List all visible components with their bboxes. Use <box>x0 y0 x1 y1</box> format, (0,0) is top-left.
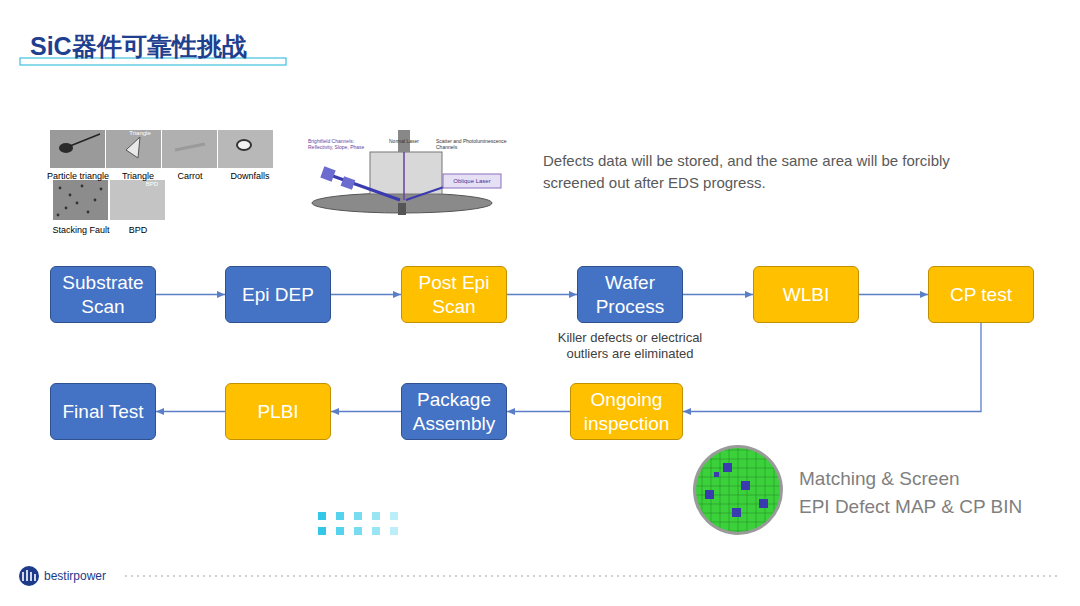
box-label: Post Epi Scan <box>406 271 502 319</box>
image-caption: Carrot <box>150 171 230 182</box>
process-box: Wafer Process <box>577 266 683 323</box>
box-label: Package Assembly <box>406 388 502 436</box>
flow-arrow <box>156 294 225 295</box>
image-caption: Stacking Fault <box>41 225 121 236</box>
decor-dots <box>318 512 398 535</box>
process-box: WLBI <box>753 266 859 323</box>
channel-label: Scatter and Photoluminescence Channels <box>436 138 516 150</box>
box-label: Final Test <box>63 400 144 424</box>
flow-arrow <box>859 294 928 295</box>
box-label: CP test <box>950 283 1012 307</box>
channel-label: Brightfield Channels: Reflectivity, Slop… <box>308 138 370 150</box>
flow-arrow <box>507 294 577 295</box>
logo-mark <box>19 566 39 586</box>
box-label: Ongoing inspection <box>575 388 678 436</box>
wafer-map <box>690 445 786 535</box>
process-box: Package Assembly <box>401 383 507 440</box>
process-box: Final Test <box>50 383 156 440</box>
box-label: Substrate Scan <box>55 271 151 319</box>
flow-arrow <box>331 294 401 295</box>
image-tag: Triangle <box>120 130 160 137</box>
image-caption: BPD <box>98 225 178 236</box>
laser-label: Normal Laser <box>378 138 430 144</box>
flow-arrow <box>683 323 981 412</box>
logo-text: bestirpower <box>44 569 134 583</box>
process-box: Substrate Scan <box>50 266 156 323</box>
footer-line <box>125 576 1060 577</box>
image-caption: Particle triangle <box>38 171 118 182</box>
box-label: Wafer Process <box>582 271 678 319</box>
flow-arrow <box>156 411 225 412</box>
page-title: SiC器件可靠性挑战 <box>30 30 247 63</box>
laser-label: Oblique Laser <box>444 177 500 185</box>
process-box: Epi DEP <box>225 266 331 323</box>
image-tag: BPD <box>140 181 164 188</box>
flow-arrow <box>331 411 401 412</box>
process-box: Ongoing inspection <box>570 383 683 440</box>
box-label: PLBI <box>257 400 298 424</box>
note-text: Defects data will be stored, and the sam… <box>543 150 963 194</box>
box-label: Epi DEP <box>242 283 314 307</box>
process-box: Post Epi Scan <box>401 266 507 323</box>
caption-text: Matching & Screen <box>799 467 1039 491</box>
flow-arrow <box>507 411 570 412</box>
caption-text: EPI Defect MAP & CP BIN <box>799 495 1059 519</box>
note-text: Killer defects or electrical outliers ar… <box>540 330 720 362</box>
process-box: PLBI <box>225 383 331 440</box>
logo-glyph <box>23 570 35 581</box>
box-label: WLBI <box>783 283 829 307</box>
image-caption: Triangle <box>98 171 178 182</box>
flow-arrow <box>683 294 753 295</box>
process-box: CP test <box>928 266 1034 323</box>
image-caption: Downfalls <box>210 171 290 182</box>
